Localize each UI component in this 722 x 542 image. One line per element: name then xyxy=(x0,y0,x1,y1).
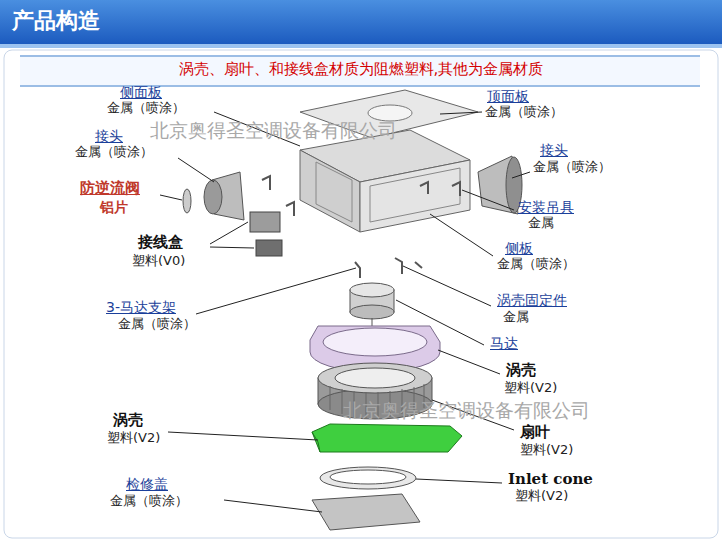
part-name: 接头 xyxy=(95,128,123,144)
damper xyxy=(183,189,191,213)
junction-box xyxy=(250,212,282,256)
part-name: 顶面板 xyxy=(487,88,529,104)
header-strip xyxy=(0,44,722,48)
rule xyxy=(20,55,700,57)
material-note: 塑料(V2) xyxy=(520,443,573,458)
material-note: 塑料(V2) xyxy=(107,431,160,446)
part-name: 扇叶 xyxy=(520,424,550,441)
part-name: 3-马达支架 xyxy=(106,299,176,315)
part-name: 涡壳 xyxy=(506,362,536,379)
part-name: 防逆流阀 xyxy=(80,180,140,197)
part-name: 涡壳固定件 xyxy=(497,292,567,308)
material-note: 金属 xyxy=(503,310,529,325)
motor xyxy=(350,283,394,332)
part-name: 侧面板 xyxy=(120,84,162,100)
access-cover xyxy=(312,494,420,530)
material-note: 塑料(V2) xyxy=(504,381,557,396)
part-name: 接头 xyxy=(540,142,568,158)
watermark: 北京奥得圣空调设备有限公司 xyxy=(343,400,590,422)
material-note: 铝片 xyxy=(100,199,128,215)
material-note: 金属（喷涂） xyxy=(110,494,188,509)
part-name: 马达 xyxy=(490,335,518,351)
material-note: 金属（喷涂） xyxy=(533,160,611,175)
material-note: 金属（喷涂） xyxy=(75,145,153,160)
scroll-bottom xyxy=(312,424,462,452)
part-name: 安装吊具 xyxy=(518,199,574,215)
watermark: 北京奥得圣空调设备有限公司 xyxy=(150,120,397,142)
right-connector xyxy=(478,156,522,214)
material-note: 金属（喷涂） xyxy=(485,105,563,120)
material-note: 金属（喷涂） xyxy=(107,101,185,116)
header-bar xyxy=(0,0,722,44)
left-connector xyxy=(183,172,244,220)
leader-lines xyxy=(160,112,530,512)
material-note: 金属（喷涂） xyxy=(118,317,196,332)
material-note: 涡壳、扇叶、和接线盒材质为阻燃塑料,其他为金属材质 xyxy=(179,61,544,78)
brackets xyxy=(262,176,460,278)
part-name: 涡壳 xyxy=(113,412,143,429)
material-note: 塑料(V2) xyxy=(515,489,568,504)
part-name: 检修盖 xyxy=(126,476,168,492)
inlet-cone xyxy=(320,467,416,489)
material-note: 塑料(V0) xyxy=(132,254,185,269)
page-title: 产品构造 xyxy=(12,8,100,33)
part-name: 接线盒 xyxy=(138,234,183,251)
panel xyxy=(4,50,718,538)
housing xyxy=(300,130,470,232)
material-note: 金属 xyxy=(528,216,554,231)
part-name: 侧板 xyxy=(505,240,533,256)
subtitle-band xyxy=(20,57,700,85)
part-name: Inlet cone xyxy=(508,471,593,488)
material-note: 金属（喷涂） xyxy=(497,257,575,272)
